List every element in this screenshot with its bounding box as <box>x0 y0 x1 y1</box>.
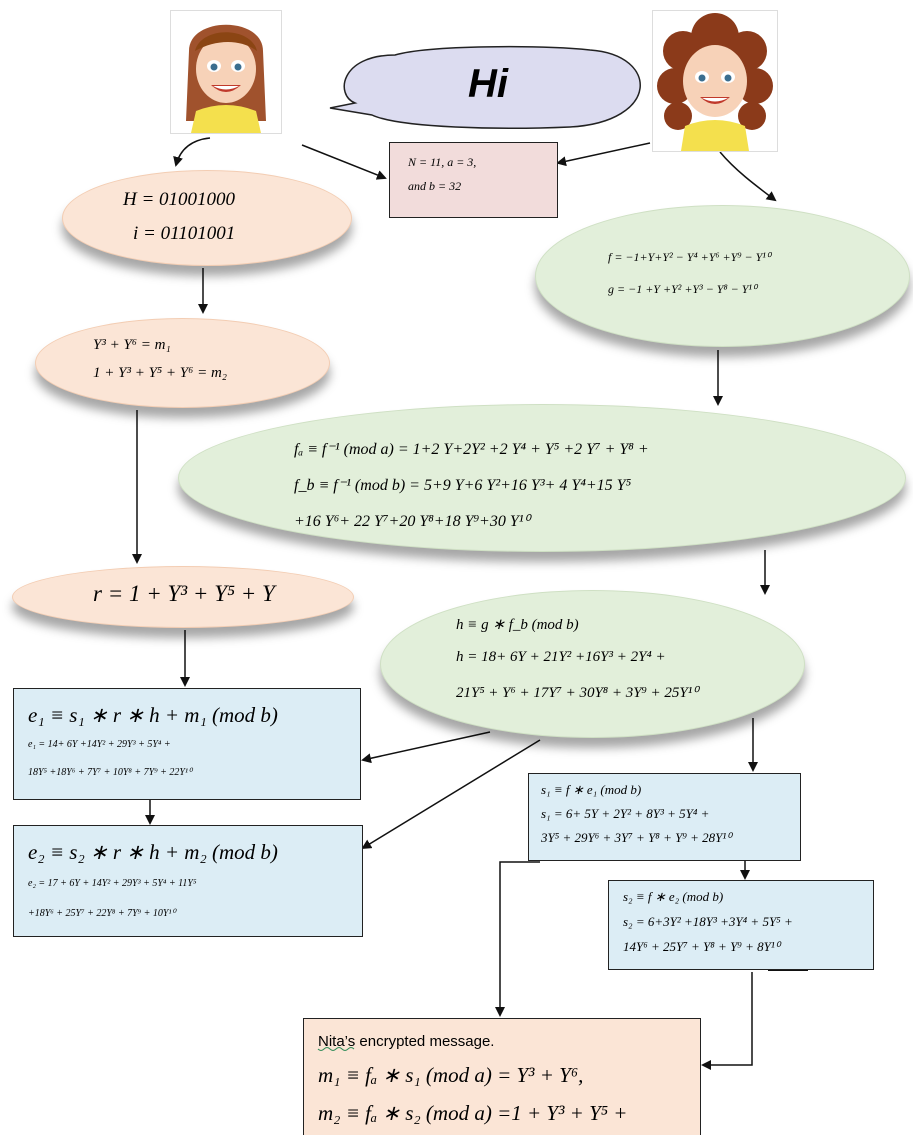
s2-line-1: s₂ = 6+3Y² +18Y³ +3Y⁴ + 5Y⁵ + <box>623 914 793 929</box>
random-poly-ellipse: r = 1 + Y³ + Y⁵ + Y <box>12 566 354 628</box>
params-line-2: and b = 32 <box>408 179 462 193</box>
woman-straight-hair-icon <box>186 24 266 133</box>
inverse-fb: f_b ≡ f⁻¹ (mod b) = 5+9 Y+6 Y²+16 Y³+ 4 … <box>294 477 632 494</box>
avatar-right <box>652 10 778 152</box>
message-m2: 1 + Y³ + Y⁵ + Y⁶ = m₂ <box>93 365 227 381</box>
private-key-g: g = −1 +Y +Y² +Y³ − Y⁸ − Y¹⁰ <box>608 282 757 296</box>
private-keys-ellipse: f = −1+Y+Y² − Y⁴ +Y⁶ +Y⁹ − Y¹⁰ g = −1 +Y… <box>535 205 910 347</box>
random-poly-text: r = 1 + Y³ + Y⁵ + Y <box>93 581 275 606</box>
public-key-line-2: 21Y⁵ + Y⁶ + 17Y⁷ + 30Y⁸ + 3Y⁹ + 25Y¹⁰ <box>456 685 699 701</box>
params-line-1: N = 11, a = 3, <box>408 155 477 169</box>
s2-box: s₂ ≡ f ∗ e₂ (mod b) s₂ = 6+3Y² +18Y³ +3Y… <box>608 880 874 970</box>
encryption-e2-box: e₂ ≡ s₂ ∗ r ∗ h + m₂ (mod b) e₂ = 17 + 6… <box>13 825 363 937</box>
ascii-h-line: H = 01001000 <box>123 189 236 210</box>
inverse-fb-cont: +16 Y⁶+ 22 Y⁷+20 Y⁸+18 Y⁹+30 Y¹⁰ <box>294 513 530 530</box>
s2-line-2: 14Y⁶ + 25Y⁷ + Y⁸ + Y⁹ + 8Y¹⁰ <box>623 939 780 954</box>
message-m1: Y³ + Y⁶ = m₁ <box>93 337 171 353</box>
greeting-text: Hi <box>468 62 508 106</box>
private-key-f: f = −1+Y+Y² − Y⁴ +Y⁶ +Y⁹ − Y¹⁰ <box>608 250 771 264</box>
e2-definition: e₂ ≡ s₂ ∗ r ∗ h + m₂ (mod b) <box>28 840 278 864</box>
result-m1: m₁ ≡ fₐ ∗ s₁ (mod a) = Y³ + Y⁶, <box>318 1063 584 1087</box>
s1-box: s₁ ≡ f ∗ e₁ (mod b) s₁ = 6+ 5Y + 2Y² + 8… <box>528 773 801 861</box>
inverse-fa: fₐ ≡ f⁻¹ (mod a) = 1+2 Y+2Y² +2 Y⁴ + Y⁵ … <box>294 441 649 458</box>
result-m2: m₂ ≡ fₐ ∗ s₂ (mod a) =1 + Y³ + Y⁵ + <box>318 1101 628 1125</box>
public-key-ellipse: h ≡ g ∗ f_b (mod b) h = 18+ 6Y + 21Y² +1… <box>380 590 805 738</box>
encryption-e1-box: e₁ ≡ s₁ ∗ r ∗ h + m₁ (mod b) e₁ = 14+ 6Y… <box>13 688 361 800</box>
woman-curly-hair-icon <box>657 13 773 151</box>
e1-definition: e₁ ≡ s₁ ∗ r ∗ h + m₁ (mod b) <box>28 703 278 727</box>
speech-bubble <box>329 45 641 129</box>
avatar-left <box>170 10 282 134</box>
s1-definition: s₁ ≡ f ∗ e₁ (mod b) <box>541 782 642 797</box>
ascii-i-line: i = 01101001 <box>133 223 236 244</box>
result-title: Nita’s encrypted message. <box>318 1033 495 1050</box>
messages-ellipse: Y³ + Y⁶ = m₁ 1 + Y³ + Y⁵ + Y⁶ = m₂ <box>35 318 330 408</box>
e2-line-2: +18Y⁶ + 25Y⁷ + 22Y⁸ + 7Y⁹ + 10Y¹⁰ <box>28 908 176 919</box>
inverses-ellipse: fₐ ≡ f⁻¹ (mod a) = 1+2 Y+2Y² +2 Y⁴ + Y⁵ … <box>178 404 906 552</box>
e1-line-2: 18Y⁵ +18Y⁶ + 7Y⁷ + 10Y⁸ + 7Y⁹ + 22Y¹⁰ <box>28 767 192 778</box>
public-key-def: h ≡ g ∗ f_b (mod b) <box>456 617 579 633</box>
ascii-ellipse: H = 01001000 i = 01101001 <box>62 170 352 266</box>
parameters-box: N = 11, a = 3, and b = 32 <box>389 142 558 218</box>
s1-line-1: s₁ = 6+ 5Y + 2Y² + 8Y³ + 5Y⁴ + <box>541 806 710 821</box>
decryption-result-box: Nita’s encrypted message. m₁ ≡ fₐ ∗ s₁ (… <box>303 1018 701 1135</box>
s1-line-2: 3Y⁵ + 29Y⁶ + 3Y⁷ + Y⁸ + Y⁹ + 28Y¹⁰ <box>541 830 732 845</box>
public-key-line-1: h = 18+ 6Y + 21Y² +16Y³ + 2Y⁴ + <box>456 649 666 665</box>
s2-definition: s₂ ≡ f ∗ e₂ (mod b) <box>623 889 724 904</box>
e2-line-1: e₂ = 17 + 6Y + 14Y² + 29Y³ + 5Y⁴ + 11Y⁵ <box>28 878 197 889</box>
e1-line-1: e₁ = 14+ 6Y +14Y² + 29Y³ + 5Y⁴ + <box>28 739 171 750</box>
